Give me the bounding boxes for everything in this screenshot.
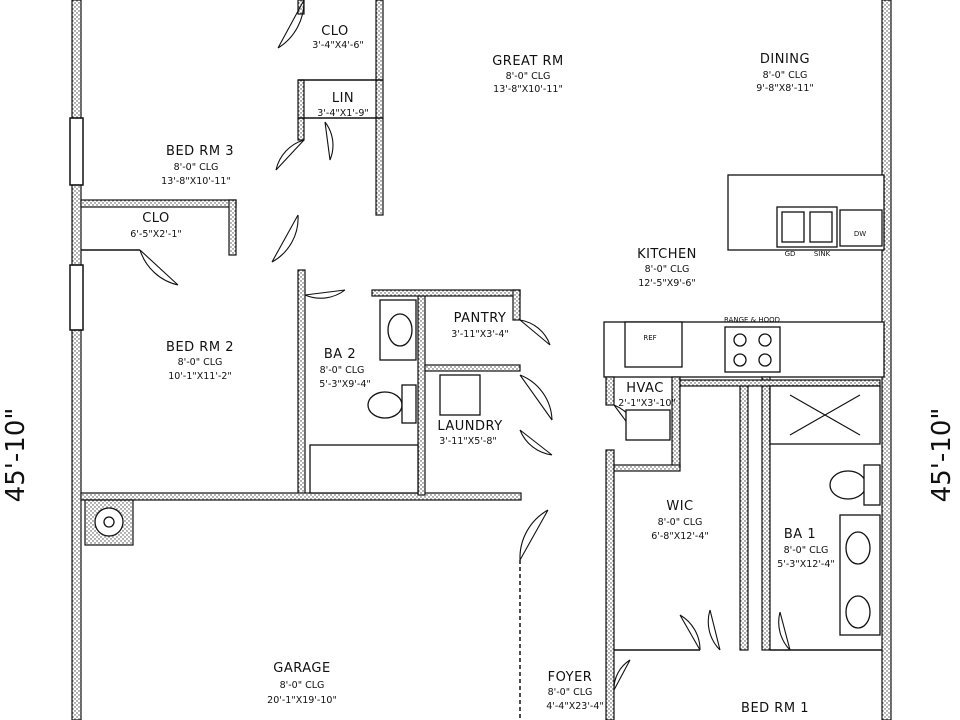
room-ceiling-kitchen: 8'-0" CLG [645, 264, 690, 275]
label-dw: DW [854, 230, 866, 238]
label-sink: SINK [814, 250, 831, 258]
room-name-clo-bed3: CLO [142, 211, 170, 226]
room-name-hvac: HVAC [626, 381, 664, 396]
label-ref: REF [643, 334, 656, 342]
room-size-pantry: 3'-11"X3'-4" [451, 329, 509, 340]
exterior-walls [69, 0, 892, 720]
room-name-pantry: PANTRY [454, 311, 507, 326]
room-ceiling-bed-rm-3: 8'-0" CLG [174, 162, 219, 173]
room-size-ba-1: 5'-3"X12'-4" [777, 559, 835, 570]
label-range-hood: RANGE & HOOD [724, 316, 780, 324]
dimension-left: 45'-10" [1, 408, 31, 503]
dimension-right: 45'-10" [927, 408, 957, 503]
shower [769, 385, 881, 445]
hvac-unit [625, 409, 671, 441]
room-name-foyer: FOYER [548, 670, 593, 685]
toilet-ba2 [367, 384, 417, 424]
refrigerator [624, 321, 683, 368]
room-name-kitchen: KITCHEN [637, 247, 697, 262]
room-ceiling-dining: 8'-0" CLG [763, 70, 808, 81]
room-size-clo-top: 3'-4"X4'-6" [312, 40, 364, 51]
room-name-ba-1: BA 1 [784, 527, 816, 542]
door-swings [139, 0, 791, 691]
label-gd: GD [785, 250, 796, 258]
room-name-bed-rm-3: BED RM 3 [166, 144, 234, 159]
room-ceiling-ba-2: 8'-0" CLG [320, 365, 365, 376]
vanity-ba1 [839, 514, 881, 636]
water-heater [84, 499, 134, 546]
room-ceiling-great-rm: 8'-0" CLG [506, 71, 551, 82]
dishwasher [839, 209, 883, 247]
room-name-wic: WIC [666, 499, 693, 514]
room-size-kitchen: 12'-5"X9'-6" [638, 278, 696, 289]
room-size-hvac: 2'-1"X3'-10" [618, 398, 676, 409]
room-size-bed-rm-2: 10'-1"X11'-2" [168, 371, 232, 382]
room-ceiling-ba-1: 8'-0" CLG [784, 545, 829, 556]
room-labels: CLO 3'-4"X4'-6" GREAT RM 8'-0" CLG 13'-8… [130, 24, 866, 716]
room-name-bed-rm-1: BED RM 1 [741, 701, 809, 716]
room-ceiling-foyer: 8'-0" CLG [548, 687, 593, 698]
room-name-lin: LIN [332, 91, 354, 106]
room-name-laundry: LAUNDRY [437, 419, 502, 434]
range [724, 326, 781, 373]
room-size-great-rm: 13'-8"X10'-11" [493, 84, 563, 95]
room-size-wic: 6'-8"X12'-4" [651, 531, 709, 542]
bathtub [309, 444, 419, 494]
room-name-dining: DINING [760, 52, 810, 67]
room-name-great-rm: GREAT RM [492, 54, 564, 69]
room-ceiling-wic: 8'-0" CLG [658, 517, 703, 528]
vanity-ba2 [379, 299, 417, 361]
room-size-clo-bed3: 6'-5"X2'-1" [130, 229, 182, 240]
room-name-garage: GARAGE [273, 661, 330, 676]
room-name-ba-2: BA 2 [324, 347, 356, 362]
room-size-lin: 3'-4"X1'-9" [317, 108, 369, 119]
room-size-dining: 9'-8"X8'-11" [756, 83, 814, 94]
kitchen-sink [776, 206, 838, 248]
room-name-clo-top: CLO [321, 24, 349, 39]
room-size-ba-2: 5'-3"X9'-4" [319, 379, 371, 390]
washer-dryer [439, 374, 481, 416]
fixtures [84, 206, 883, 636]
room-size-foyer: 4'-4"X23'-4" [546, 701, 604, 712]
toilet-ba1 [829, 464, 881, 506]
room-size-garage: 20'-1"X19'-10" [267, 695, 337, 706]
room-ceiling-bed-rm-2: 8'-0" CLG [178, 357, 223, 368]
room-size-bed-rm-3: 13'-8"X10'-11" [161, 176, 231, 187]
room-ceiling-garage: 8'-0" CLG [280, 680, 325, 691]
room-name-bed-rm-2: BED RM 2 [166, 340, 234, 355]
room-size-laundry: 3'-11"X5'-8" [439, 436, 497, 447]
